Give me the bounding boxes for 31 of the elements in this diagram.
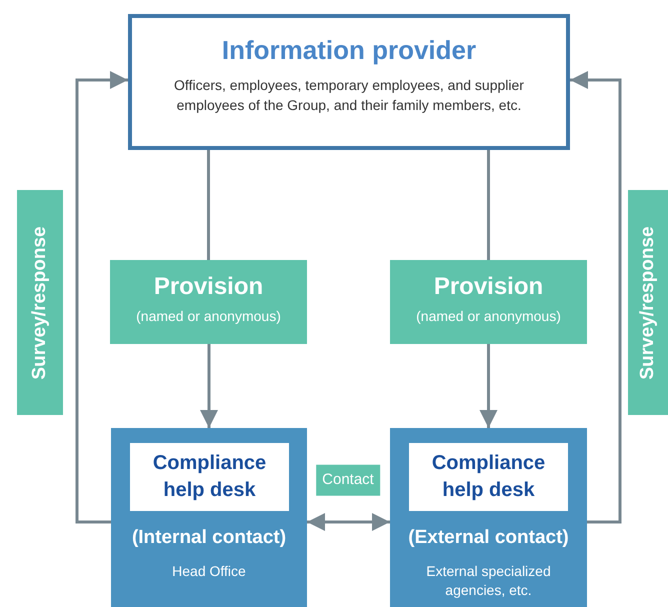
- heading: (Internal contact): [132, 526, 286, 550]
- provision-box: [110, 260, 307, 344]
- description: Officers, employees, temporary employees, and supplier employees of the Group, and their family members, etc.: [173, 76, 525, 114]
- description: External specialized agencies, etc.: [425, 562, 552, 600]
- connector-line: [487, 150, 490, 260]
- heading: Information provider: [222, 34, 476, 66]
- description: Head Office: [171, 562, 247, 581]
- heading: Compliance help desk: [152, 451, 268, 503]
- help-desk-panel: [111, 428, 307, 607]
- arrow: [307, 513, 390, 531]
- provider-box: [128, 14, 570, 150]
- provision-box: [390, 260, 587, 344]
- arrow: [200, 344, 218, 428]
- subtitle: (named or anonymous): [416, 307, 561, 326]
- heading: Provision: [434, 272, 544, 302]
- vertical-label: Survey/response: [636, 226, 659, 380]
- arrow: [76, 71, 128, 524]
- heading: (External contact): [408, 526, 569, 550]
- arrow: [570, 71, 622, 524]
- arrow: [480, 344, 498, 428]
- heading: Compliance help desk: [430, 451, 546, 503]
- help-desk-box: [409, 443, 568, 511]
- side-tab: [628, 190, 668, 415]
- side-tab: [17, 190, 63, 415]
- help-desk-panel: [390, 428, 587, 607]
- vertical-label: Survey/response: [28, 226, 51, 380]
- heading: Provision: [154, 272, 264, 302]
- connector-line: [207, 150, 210, 260]
- subtitle: (named or anonymous): [136, 307, 281, 326]
- edge-label: Contact: [316, 464, 380, 496]
- help-desk-box: [130, 443, 289, 511]
